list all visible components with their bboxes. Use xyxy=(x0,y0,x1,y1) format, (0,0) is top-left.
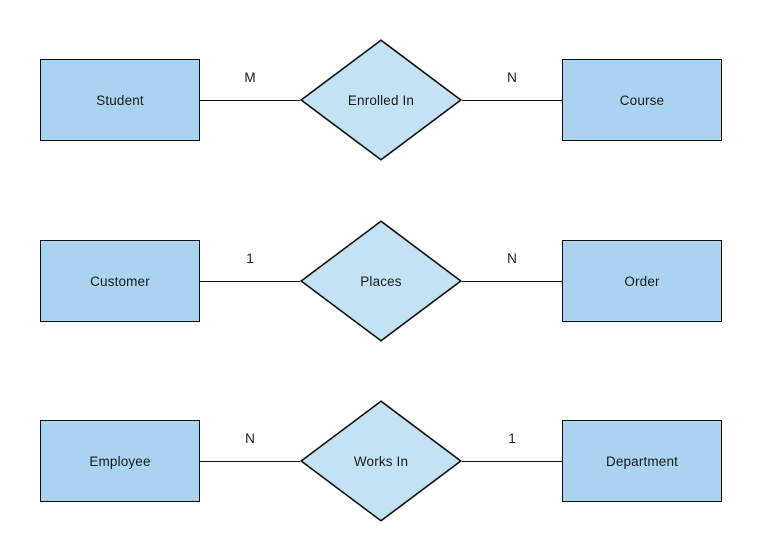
er-relationship-row: Student M Enrolled In N Course xyxy=(0,30,761,170)
connector-line-right xyxy=(462,460,562,462)
connector-line-left xyxy=(200,460,300,462)
entity-box-course[interactable]: Course xyxy=(562,59,722,141)
entity-label: Order xyxy=(624,273,660,289)
entity-label: Student xyxy=(96,92,144,108)
entity-box-student[interactable]: Student xyxy=(40,59,200,141)
entity-label: Employee xyxy=(89,453,151,469)
entity-box-customer[interactable]: Customer xyxy=(40,240,200,322)
entity-box-department[interactable]: Department xyxy=(562,420,722,502)
cardinality-label-left: M xyxy=(244,70,256,85)
entity-label: Customer xyxy=(90,273,150,289)
cardinality-label-right: N xyxy=(507,70,517,85)
er-relationship-row: Customer 1 Places N Order xyxy=(0,211,761,351)
entity-label: Department xyxy=(605,453,679,469)
connector-line-left xyxy=(200,99,300,101)
connector-line-right xyxy=(462,280,562,282)
entity-label: Course xyxy=(619,92,665,108)
entity-box-order[interactable]: Order xyxy=(562,240,722,322)
connector-line-left xyxy=(200,280,300,282)
entity-box-employee[interactable]: Employee xyxy=(40,420,200,502)
er-relationship-row: Employee N Works In 1 Department xyxy=(0,391,761,531)
cardinality-label-left: 1 xyxy=(246,251,254,266)
relationship-diamond-works-in[interactable]: Works In xyxy=(300,400,462,522)
relationship-diamond-places[interactable]: Places xyxy=(300,220,462,342)
connector-line-right xyxy=(462,99,562,101)
cardinality-label-right: N xyxy=(507,251,517,266)
cardinality-label-left: N xyxy=(245,431,255,446)
cardinality-label-right: 1 xyxy=(508,431,516,446)
relationship-diamond-enrolled-in[interactable]: Enrolled In xyxy=(300,39,462,161)
